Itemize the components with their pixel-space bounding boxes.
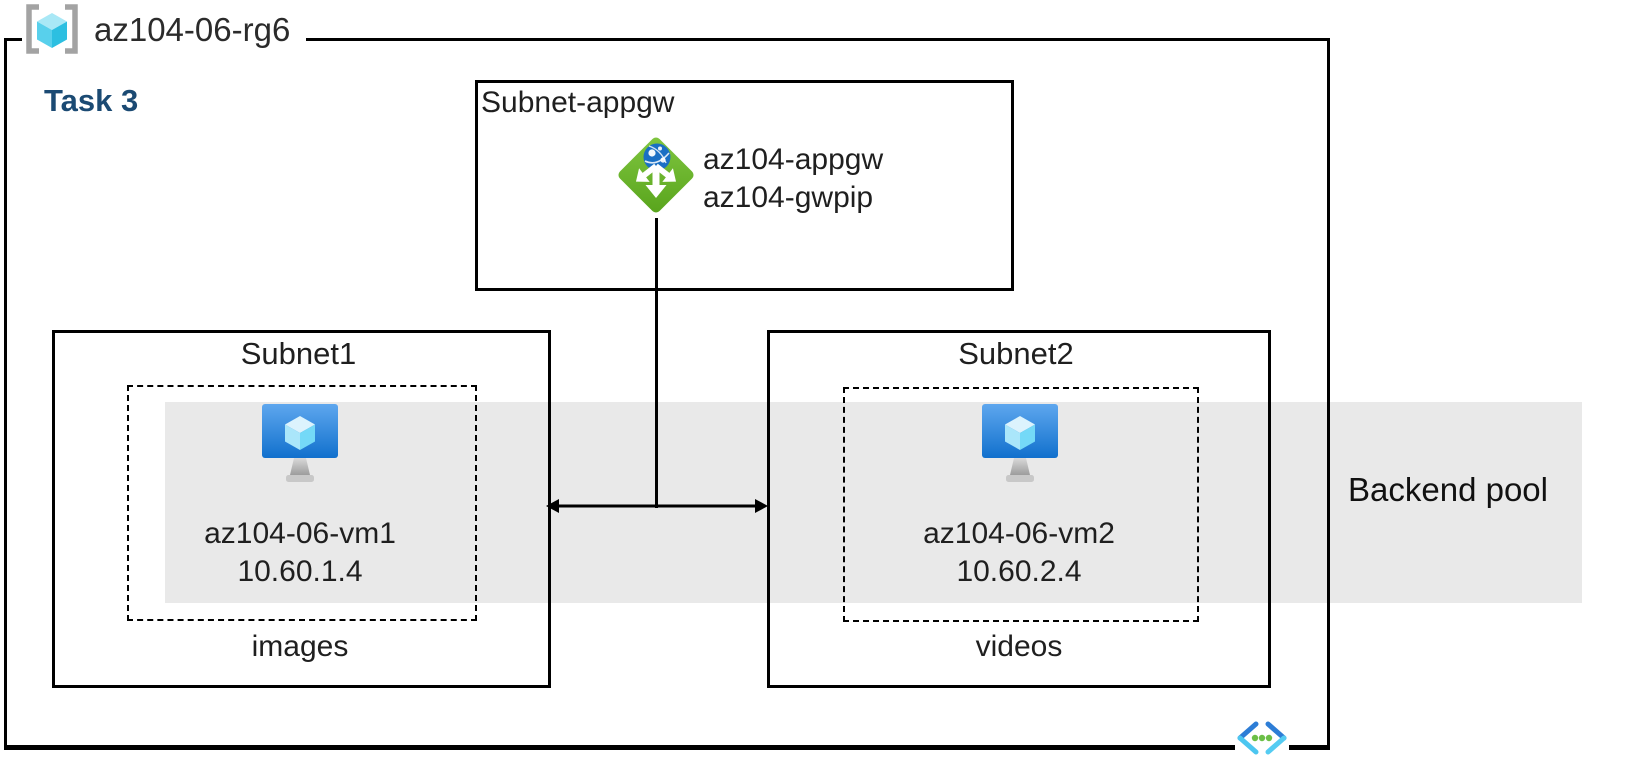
task-label: Task 3 xyxy=(44,83,139,118)
subnet-appgw-title: Subnet-appgw xyxy=(481,86,675,119)
resource-group-box xyxy=(4,38,1330,750)
subnet2-box xyxy=(767,330,1271,688)
virtual-network-icon xyxy=(1235,718,1289,756)
virtual-machine-icon xyxy=(262,404,338,482)
virtual-machine-icon xyxy=(982,404,1058,482)
subnet1-title: Subnet1 xyxy=(240,336,357,371)
vm1-ip-label: 10.60.1.4 xyxy=(237,555,363,588)
resource-group-name: az104-06-rg6 xyxy=(94,11,291,48)
subnet2-caption: videos xyxy=(975,630,1063,663)
subnet1-box xyxy=(52,330,551,688)
appgw-public-ip-label: az104-gwpip xyxy=(703,181,874,214)
subnet1-vm-dashed-box xyxy=(127,385,477,621)
subnet1-caption: images xyxy=(251,630,349,663)
vm2-ip-label: 10.60.2.4 xyxy=(956,555,1082,588)
resource-group-border-gap xyxy=(80,35,306,45)
subnet-double-arrow xyxy=(546,499,768,513)
application-gateway-icon xyxy=(618,137,694,213)
backend-pool-band xyxy=(165,402,1582,603)
appgw-connector-line xyxy=(655,218,658,508)
subnet2-vm-dashed-box xyxy=(843,387,1199,622)
vm2-name-label: az104-06-vm2 xyxy=(923,517,1115,550)
resource-group-icon xyxy=(22,4,82,56)
subnet2-title: Subnet2 xyxy=(958,336,1074,371)
subnet-appgw-box xyxy=(475,80,1014,291)
vm1-name-label: az104-06-vm1 xyxy=(204,517,396,550)
backend-pool-label: Backend pool xyxy=(1348,471,1548,508)
appgw-name-label: az104-appgw xyxy=(703,143,884,176)
